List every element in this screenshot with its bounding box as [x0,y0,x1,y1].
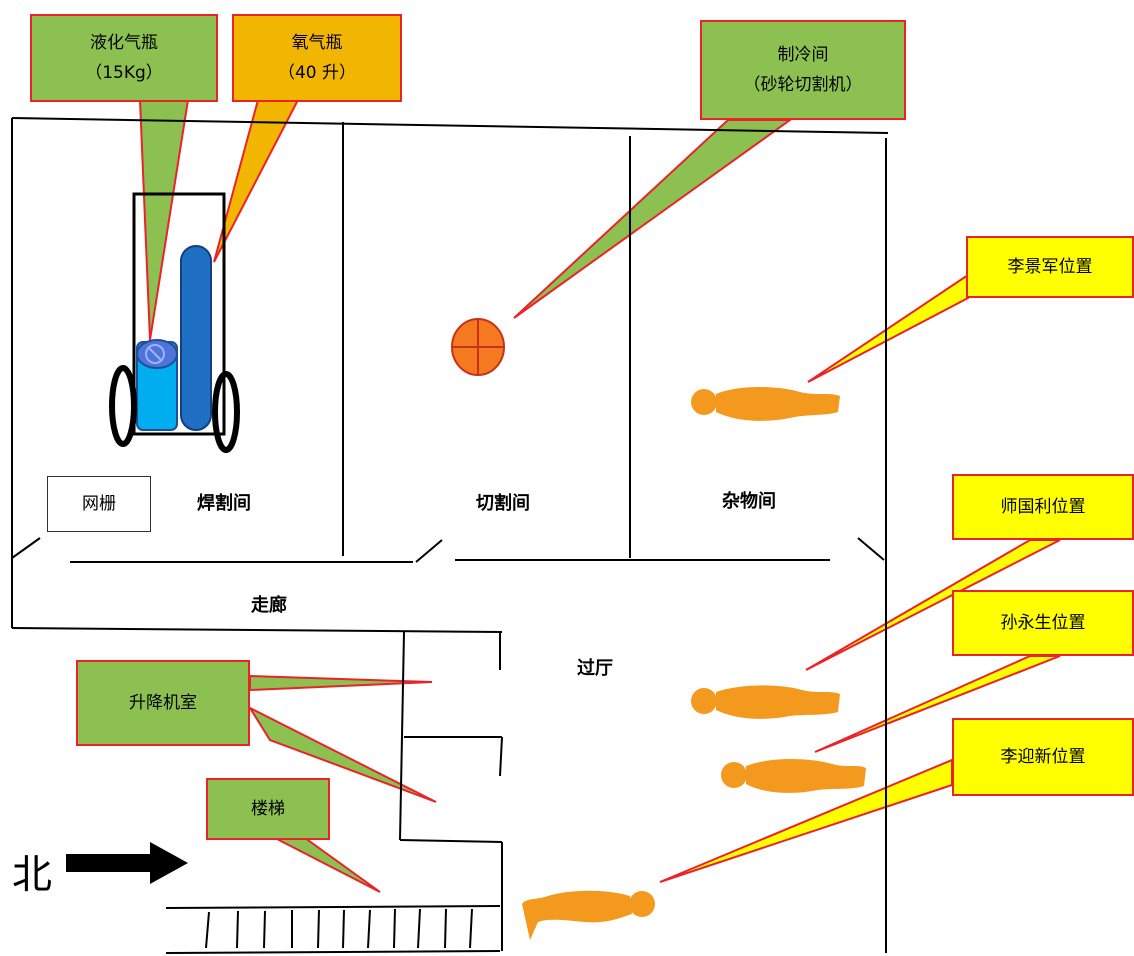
sun-yongsheng-pointer [814,655,1061,753]
grille-label: 网栅 [82,494,116,514]
corridor-label: 走廊 [251,595,287,616]
grille-box: 网栅 [47,476,151,532]
person-li-yingxin [522,890,655,940]
gas-cylinder-cart [109,192,240,453]
oxygen-pointer [213,99,300,263]
shi-guoli-pointer [805,539,1061,671]
room-storage-label: 杂物间 [722,491,776,512]
oxygen-subtitle: （40 升） [277,63,357,83]
shi-guoli-callout: 师国利位置 [952,474,1134,540]
north-label: 北 [12,852,52,898]
elevator-label: 升降机室 [129,693,197,713]
elevator-pointer-1 [249,674,433,692]
stairs-label: 楼梯 [251,799,285,819]
stairs-pointer [274,837,381,893]
oxygen-callout: 氧气瓶 （40 升） [232,14,402,102]
lpg-callout: 液化气瓶 （15Kg） [30,14,218,102]
room-welding-label: 焊割间 [197,493,251,514]
room-cutting-label: 切割间 [476,493,530,514]
grinder-symbol [451,318,505,376]
stairs-callout: 楼梯 [206,778,330,840]
li-jingjun-label: 李景军位置 [1007,257,1093,277]
fridge-title: 制冷间 [777,45,829,65]
li-jingjun-pointer [807,273,969,383]
hall-label: 过厅 [577,658,613,679]
li-jingjun-callout: 李景军位置 [966,236,1134,298]
lpg-subtitle: （15Kg） [85,63,163,83]
sun-yongsheng-callout: 孙永生位置 [952,590,1134,656]
walls [11,117,889,954]
oxygen-cylinder [180,245,212,431]
person-sun-yongsheng [721,759,866,793]
person-li-jingjun [691,387,840,421]
fridge-subtitle: （砂轮切割机） [743,75,863,95]
cart-wheel-left [109,365,137,447]
sun-yongsheng-label: 孙永生位置 [1000,613,1086,633]
cart-wheel-right [212,371,240,453]
person-shi-guoli [691,685,840,719]
li-yingxin-label: 李迎新位置 [1000,747,1086,767]
shi-guoli-label: 师国利位置 [1000,497,1086,517]
elevator-callout: 升降机室 [76,660,250,746]
north-arrow [66,842,188,884]
fridge-pointer [513,119,794,319]
fridge-callout: 制冷间 （砂轮切割机） [700,20,906,120]
oxygen-title: 氧气瓶 [291,33,343,53]
lpg-title: 液化气瓶 [90,33,158,53]
elevator-pointer-2 [247,705,437,803]
li-yingxin-callout: 李迎新位置 [952,718,1134,796]
